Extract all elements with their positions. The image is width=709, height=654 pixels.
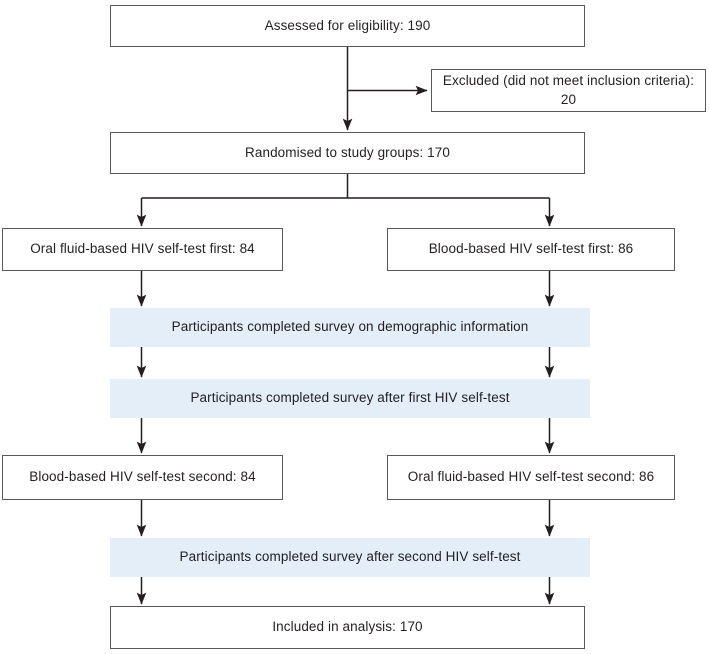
node-label: Excluded (did not meet inclusion criteri… <box>442 73 695 107</box>
node-survey-after-first-self-test: Participants completed survey after firs… <box>110 379 590 418</box>
node-label: Included in analysis: 170 <box>272 619 423 635</box>
node-label: Participants completed survey on demogra… <box>171 319 529 335</box>
node-assessed-for-eligibility: Assessed for eligibility: 190 <box>110 5 585 47</box>
node-label: Oral fluid-based HIV self-test first: 84 <box>30 241 255 257</box>
node-label: Randomised to study groups: 170 <box>245 144 450 160</box>
node-label: Blood-based HIV self-test second: 84 <box>29 469 256 485</box>
node-excluded: Excluded (did not meet inclusion criteri… <box>431 69 706 112</box>
node-survey-demographic-information: Participants completed survey on demogra… <box>110 308 590 347</box>
node-oral-fluid-self-test-first: Oral fluid-based HIV self-test first: 84 <box>2 228 283 271</box>
node-label: Assessed for eligibility: 190 <box>264 17 431 33</box>
node-blood-based-self-test-second: Blood-based HIV self-test second: 84 <box>2 455 283 500</box>
node-label: Blood-based HIV self-test first: 86 <box>428 241 634 257</box>
node-survey-after-second-self-test: Participants completed survey after seco… <box>110 538 590 577</box>
node-randomised-to-study-groups: Randomised to study groups: 170 <box>110 132 585 174</box>
node-blood-based-self-test-first: Blood-based HIV self-test first: 86 <box>387 228 675 271</box>
node-label: Participants completed survey after firs… <box>190 390 510 406</box>
node-oral-fluid-self-test-second: Oral fluid-based HIV self-test second: 8… <box>387 455 675 500</box>
node-label: Participants completed survey after seco… <box>179 549 521 565</box>
node-label: Oral fluid-based HIV self-test second: 8… <box>407 469 655 485</box>
node-included-in-analysis: Included in analysis: 170 <box>110 606 585 649</box>
